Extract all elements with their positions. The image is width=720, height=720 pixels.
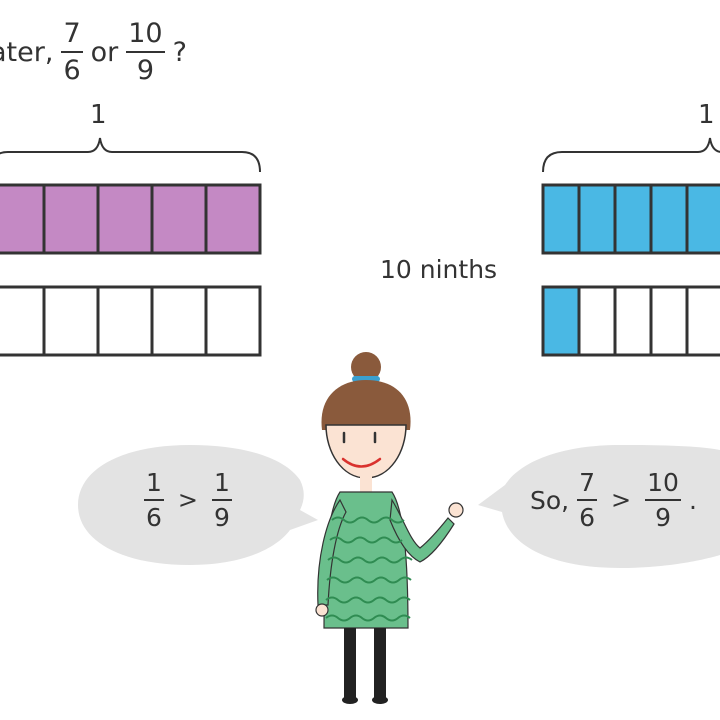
question-suffix: ? bbox=[172, 36, 187, 68]
right-bubble-text: So, 7 6 > 10 9 . bbox=[530, 470, 697, 530]
hair-bun bbox=[351, 352, 381, 382]
question-fraction-first: 7 6 bbox=[61, 18, 83, 86]
right-top-part bbox=[685, 183, 720, 255]
question-connector: or bbox=[90, 36, 119, 68]
right-top-part bbox=[613, 183, 653, 255]
left-bubble-fraction-b: 1 9 bbox=[212, 468, 232, 532]
right-bottom-tape bbox=[541, 285, 720, 357]
question-fraction-second: 10 9 bbox=[126, 18, 165, 86]
question-text: ater, 7 6 or 10 9 ? bbox=[0, 20, 187, 84]
right-speech-bubble bbox=[478, 445, 720, 568]
left-top-part bbox=[0, 183, 46, 255]
left-whole-brace bbox=[0, 137, 261, 173]
question-prefix: ater, bbox=[0, 36, 54, 68]
right-bubble-operator: > bbox=[611, 486, 632, 514]
left-bottom-part bbox=[96, 285, 154, 357]
right-bubble-prefix: So, bbox=[530, 485, 570, 515]
girl-illustration bbox=[315, 352, 464, 704]
right-top-part bbox=[649, 183, 689, 255]
left-bubble-text: 1 6 > 1 9 bbox=[136, 470, 240, 530]
left-bottom-part bbox=[0, 285, 46, 357]
right-bubble-suffix: . bbox=[688, 485, 697, 515]
right-top-part bbox=[541, 183, 581, 255]
left-bubble-operator: > bbox=[177, 486, 199, 514]
left-leg bbox=[344, 628, 356, 698]
right-bottom-part bbox=[613, 285, 653, 357]
left-bottom-part bbox=[42, 285, 100, 357]
left-top-part bbox=[150, 183, 208, 255]
right-top-tape bbox=[541, 183, 720, 255]
right-bottom-part bbox=[685, 285, 720, 357]
left-top-tape bbox=[0, 183, 262, 255]
left-top-part bbox=[204, 183, 262, 255]
left-speech-bubble bbox=[78, 445, 318, 565]
left-top-part bbox=[42, 183, 100, 255]
left-bottom-part bbox=[150, 285, 208, 357]
right-bubble-fraction-a: 7 6 bbox=[577, 468, 598, 532]
ninths-label: 10 ninths bbox=[380, 255, 498, 284]
right-leg bbox=[374, 628, 386, 698]
left-bubble-fraction-a: 1 6 bbox=[144, 468, 164, 532]
hair bbox=[321, 380, 411, 430]
left-bottom-tape bbox=[0, 285, 262, 357]
right-whole-brace bbox=[542, 137, 720, 173]
right-bottom-part bbox=[541, 285, 581, 357]
left-whole-label: 1 bbox=[90, 100, 107, 130]
right-whole-label: 1 bbox=[698, 100, 715, 130]
smile bbox=[341, 457, 382, 468]
right-top-part bbox=[577, 183, 617, 255]
left-top-part bbox=[96, 183, 154, 255]
right-arm bbox=[389, 498, 455, 563]
face bbox=[325, 424, 407, 479]
right-bottom-part bbox=[649, 285, 689, 357]
right-bubble-fraction-b: 10 9 bbox=[645, 468, 681, 532]
left-bottom-part bbox=[204, 285, 262, 357]
right-bottom-part bbox=[577, 285, 617, 357]
